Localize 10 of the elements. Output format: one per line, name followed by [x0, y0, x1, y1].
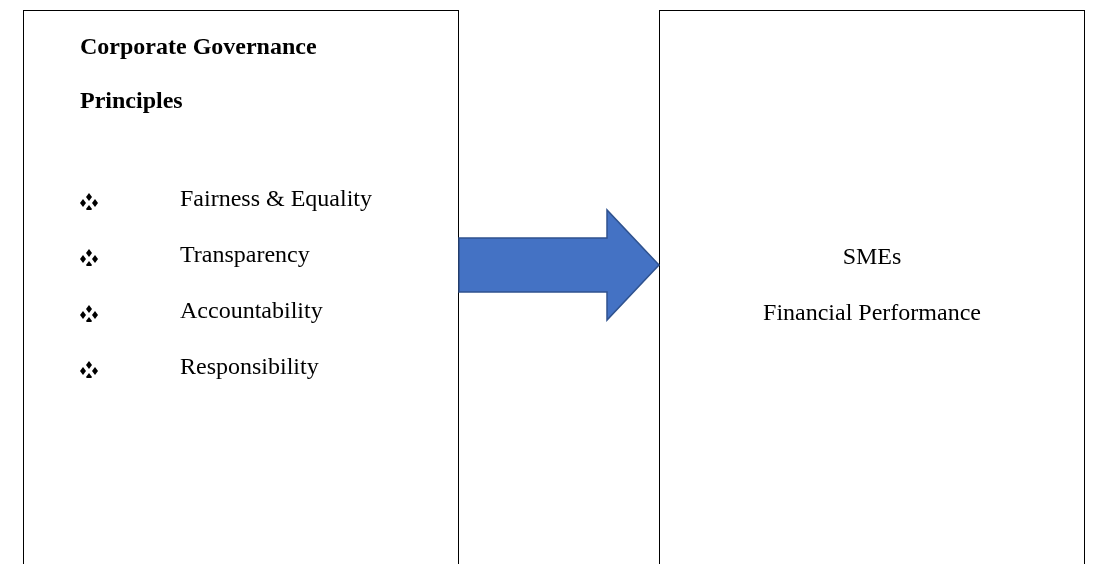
box-heading: SMEs [841, 243, 903, 270]
block-arrow [458, 208, 661, 322]
concept-box [23, 10, 459, 564]
principle-item: Accountability [180, 297, 323, 324]
concept-box [659, 10, 1085, 564]
box-heading: Corporate Governance Principles [80, 32, 318, 115]
box-text: Financial Performance [762, 299, 982, 326]
principle-item: Fairness & Equality [180, 185, 372, 212]
principle-item: Transparency [180, 241, 310, 268]
principle-item: Responsibility [180, 353, 319, 380]
